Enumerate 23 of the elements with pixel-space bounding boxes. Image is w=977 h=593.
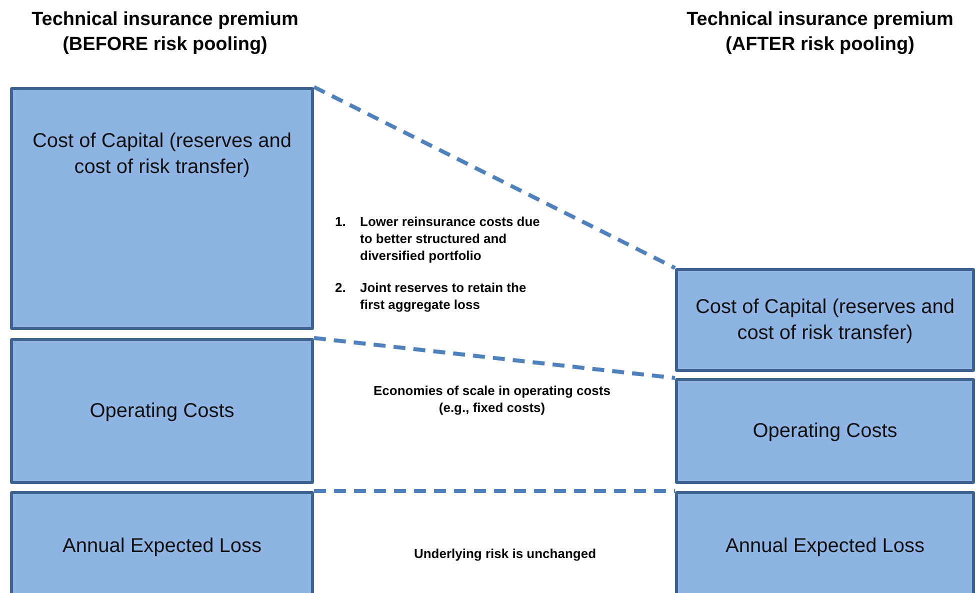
list-number: 2. [335, 280, 347, 297]
cost-component-box [675, 268, 975, 372]
note-text: Lower reinsurance costs due to better structured and diversified portfolio [360, 214, 541, 265]
note-text: Joint reserves to retain the first aggregate loss [360, 280, 528, 314]
box-label: Cost of Capital (reserves and cost of risk transfer) [694, 295, 956, 346]
box-label: Operating Costs [90, 399, 234, 424]
cost-component-box [10, 338, 314, 484]
note-text: Underlying risk is unchanged [412, 546, 598, 563]
box-label: Annual Expected Loss [725, 534, 925, 559]
box-label: Cost of Capital (reserves and cost of risk transfer) [31, 129, 292, 180]
dashed-connector [314, 489, 675, 493]
dashed-connector [314, 336, 676, 380]
list-number: 1. [335, 214, 347, 231]
box-label: Annual Expected Loss [62, 534, 262, 559]
column-heading: Technical insurance premium (AFTER risk pooling) [686, 8, 954, 57]
cost-component-box [675, 491, 975, 593]
dashed-connector [313, 85, 676, 270]
cost-component-box [10, 491, 314, 593]
cost-component-box [10, 87, 314, 330]
cost-component-box [675, 378, 975, 484]
box-label: Operating Costs [752, 419, 898, 444]
note-text: Economies of scale in operating costs (e.g., fixed costs) [372, 383, 612, 417]
column-heading: Technical insurance premium (BEFORE risk pooling) [30, 8, 300, 57]
